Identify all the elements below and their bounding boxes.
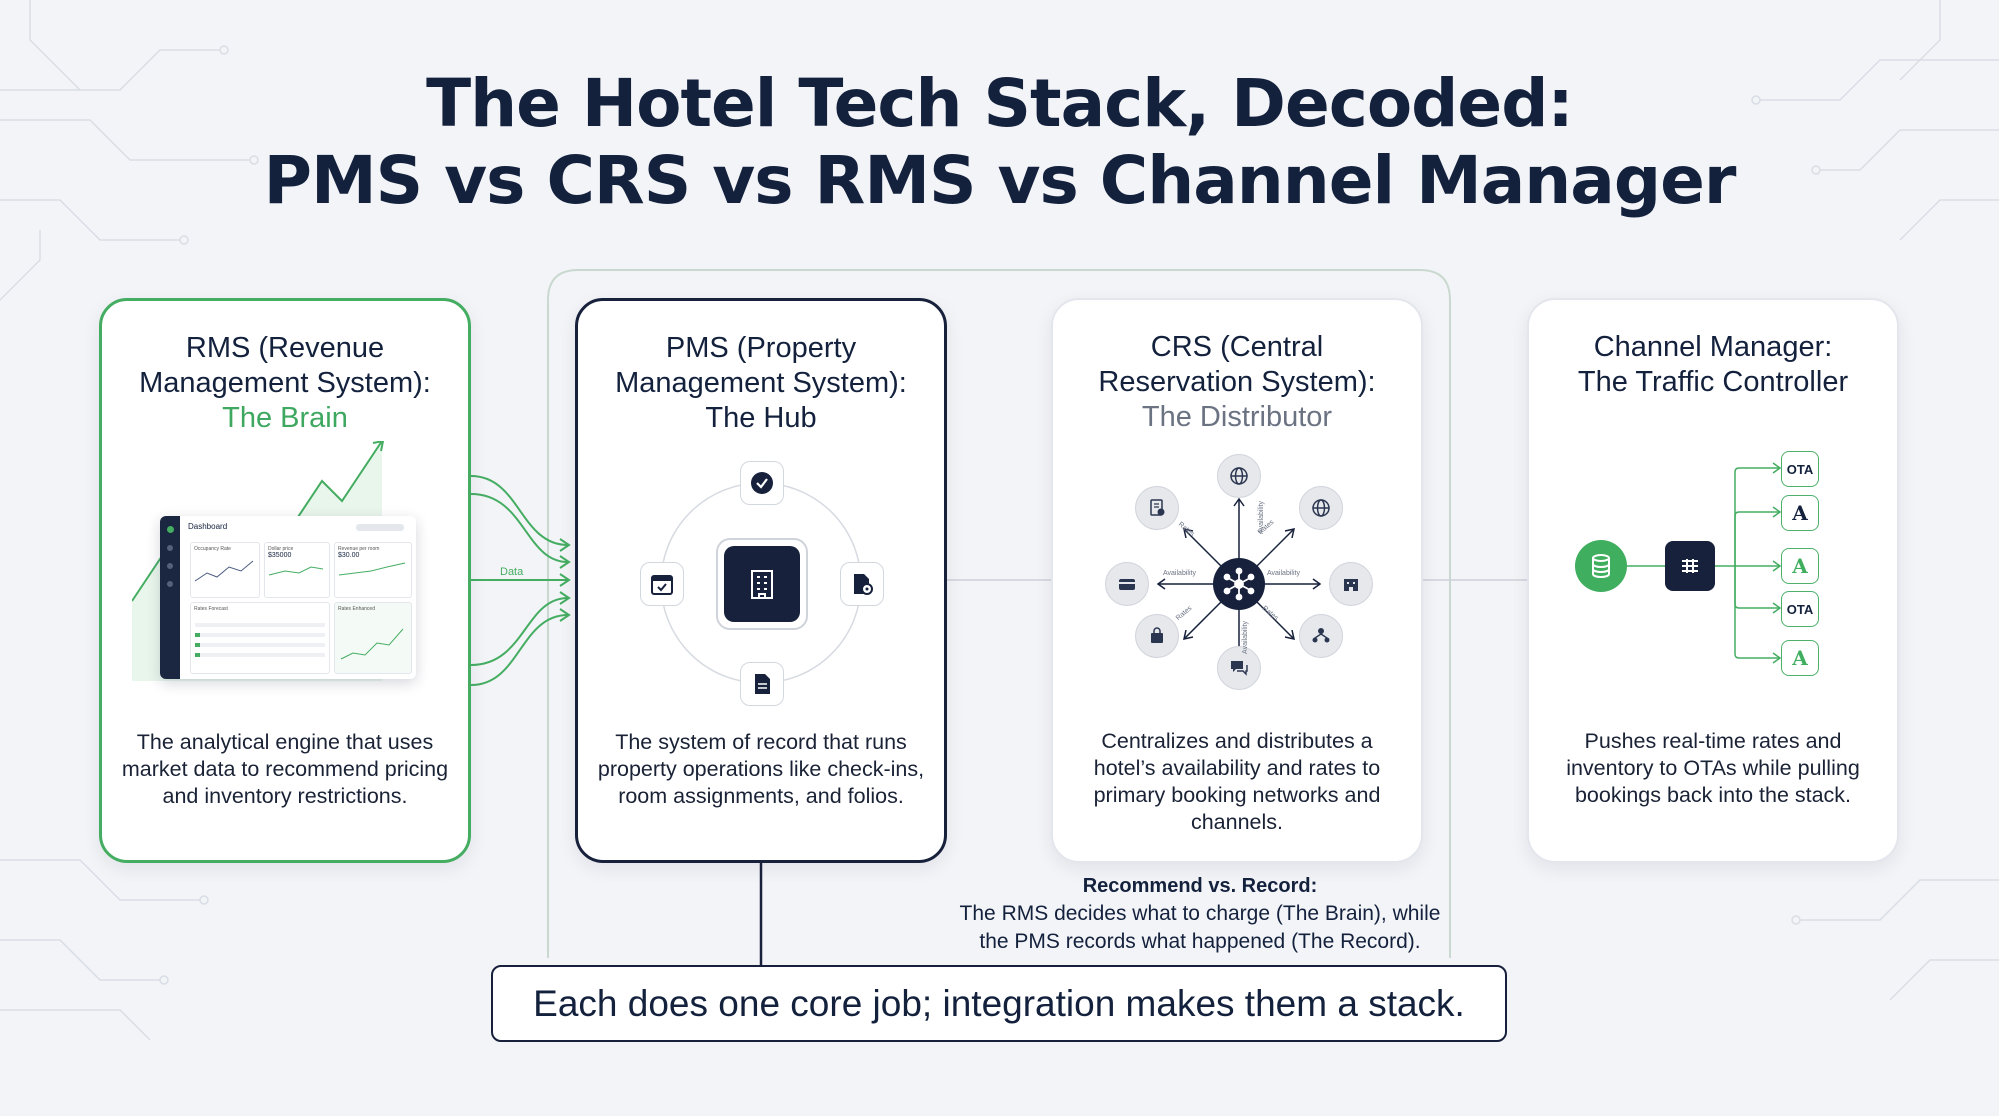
ota-logo-badge: A bbox=[1781, 548, 1819, 584]
dashboard-table-widget: Rates Forecast bbox=[190, 602, 330, 674]
checkmark-icon bbox=[740, 461, 784, 505]
note-heading: Recommend vs. Record: bbox=[1082, 875, 1318, 897]
cm-description: Pushes real-time rates and inventory to … bbox=[1566, 729, 1860, 807]
note-line-1: The RMS decides what to charge (The Brai… bbox=[959, 902, 1441, 925]
rms-subtitle: The Brain bbox=[222, 402, 348, 434]
booking-document-icon bbox=[1135, 486, 1179, 530]
dashboard-title: Dashboard bbox=[188, 522, 228, 531]
pms-heading: PMS (Property Management System): The Hu… bbox=[588, 331, 934, 436]
pms-heading-line-1: PMS (Property bbox=[665, 332, 857, 364]
file-icon bbox=[740, 662, 784, 706]
dashboard-widget: Revenue per room $30.00 bbox=[334, 542, 412, 598]
crs-card: CRS (Central Reservation System): The Di… bbox=[1051, 298, 1423, 863]
rms-dashboard-mockup: Dashboard Occupancy Rate Dollar price $3… bbox=[160, 516, 416, 679]
ota-badge: OTA bbox=[1781, 451, 1819, 487]
page-title-line-2: PMS vs CRS vs RMS vs Channel Manager bbox=[263, 142, 1737, 219]
dashboard-widget: Occupancy Rate bbox=[190, 542, 260, 598]
cm-flow-lines bbox=[1627, 462, 1782, 664]
hotel-icon bbox=[1329, 562, 1373, 606]
folio-document-icon bbox=[840, 562, 884, 606]
dashboard-widget: Dollar price $35000 bbox=[264, 542, 330, 598]
cm-heading-line-1: Channel Manager: bbox=[1593, 331, 1833, 363]
calendar-icon bbox=[640, 562, 684, 606]
pms-subtitle: The Hub bbox=[705, 402, 817, 434]
page-title-line-1: The Hotel Tech Stack, Decoded: bbox=[426, 65, 1574, 142]
hotel-building-icon bbox=[716, 538, 808, 630]
cm-heading-line-2: The Traffic Controller bbox=[1577, 366, 1849, 398]
spoke-label: Availability bbox=[1163, 570, 1196, 577]
rms-heading-line-1: RMS (Revenue bbox=[185, 332, 385, 364]
pms-card: PMS (Property Management System): The Hu… bbox=[575, 298, 947, 863]
cm-heading: Channel Manager: The Traffic Controller bbox=[1539, 330, 1887, 400]
crs-heading: CRS (Central Reservation System): The Di… bbox=[1063, 330, 1411, 435]
dashboard-widget: Rates Enhanced bbox=[334, 602, 412, 674]
pms-hub-diagram bbox=[660, 482, 862, 684]
pms-heading-line-2: Management System): bbox=[615, 367, 907, 399]
spoke-label: Availability bbox=[1241, 621, 1249, 654]
channel-manager-card: Channel Manager: The Traffic Controller … bbox=[1527, 298, 1899, 863]
rms-heading-line-2: Management System): bbox=[139, 367, 431, 399]
crs-heading-line-1: CRS (Central bbox=[1150, 331, 1324, 363]
ota-logo-badge: A bbox=[1781, 495, 1819, 531]
chat-icon bbox=[1217, 646, 1261, 690]
crs-description: Centralizes and distributes a hotel’s av… bbox=[1093, 729, 1381, 834]
crs-heading-line-2: Reservation System): bbox=[1098, 366, 1376, 398]
globe-icon bbox=[1217, 454, 1261, 498]
rms-card: RMS (Revenue Management System): The Bra… bbox=[99, 298, 471, 863]
ota-badge: OTA bbox=[1781, 591, 1819, 627]
spoke-label: Availability bbox=[1267, 570, 1300, 577]
database-icon bbox=[1575, 540, 1627, 592]
channel-manager-hub-icon bbox=[1665, 541, 1715, 591]
rms-description: The analytical engine that uses market d… bbox=[121, 730, 449, 808]
globe-icon bbox=[1299, 486, 1343, 530]
people-network-icon bbox=[1299, 614, 1343, 658]
dashboard-sidebar bbox=[160, 516, 180, 679]
credit-card-icon bbox=[1105, 562, 1149, 606]
rms-heading: RMS (Revenue Management System): The Bra… bbox=[112, 331, 458, 436]
summary-banner: Each does one core job; integration make… bbox=[491, 965, 1507, 1042]
crs-subtitle: The Distributor bbox=[1141, 401, 1333, 433]
ota-logo-badge: A bbox=[1781, 640, 1819, 676]
note-line-2: the PMS records what happened (The Recor… bbox=[979, 930, 1421, 953]
pms-description: The system of record that runs property … bbox=[597, 730, 925, 808]
shopping-bag-icon bbox=[1135, 614, 1179, 658]
crs-distribution-diagram bbox=[1156, 497, 1322, 671]
data-flow-label: Data bbox=[500, 566, 524, 578]
